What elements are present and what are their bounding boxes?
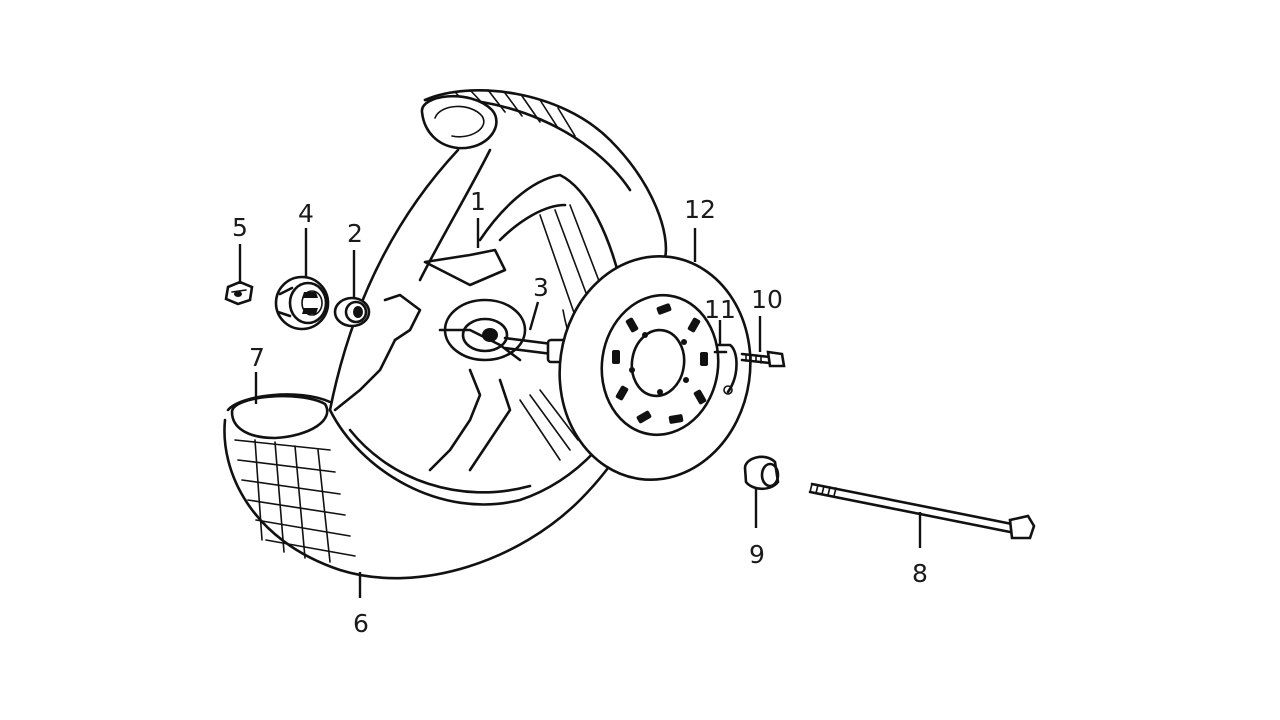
brake-disc-icon <box>558 255 752 481</box>
leader-lines <box>238 218 922 598</box>
lock-tab-icon <box>713 343 738 395</box>
disc-bolt-icon <box>740 350 786 368</box>
tire-icon <box>223 89 668 580</box>
callout-11: 11 <box>704 295 736 324</box>
callout-2: 2 <box>347 219 363 248</box>
callout-6: 6 <box>353 609 369 638</box>
callout-7: 7 <box>249 343 265 372</box>
wheel-rim-icon <box>333 173 622 472</box>
callout-4: 4 <box>298 199 314 228</box>
axle-spacer-icon <box>503 309 569 364</box>
spacer-collar-icon <box>333 296 371 328</box>
callout-8: 8 <box>912 559 928 588</box>
callouts: 1 2 3 4 5 6 7 8 9 10 11 12 <box>232 187 928 638</box>
callout-3: 3 <box>533 273 549 302</box>
nut-icon <box>224 280 254 306</box>
callout-5: 5 <box>232 213 248 242</box>
callout-1: 1 <box>470 187 486 216</box>
axle-spacer-icon <box>743 455 780 491</box>
callout-12: 12 <box>684 195 716 224</box>
axle-shaft-icon <box>808 482 1036 540</box>
callout-10: 10 <box>751 285 783 314</box>
leader-3 <box>528 301 540 331</box>
callout-9: 9 <box>749 540 765 569</box>
bearing-hub-icon <box>274 275 330 331</box>
